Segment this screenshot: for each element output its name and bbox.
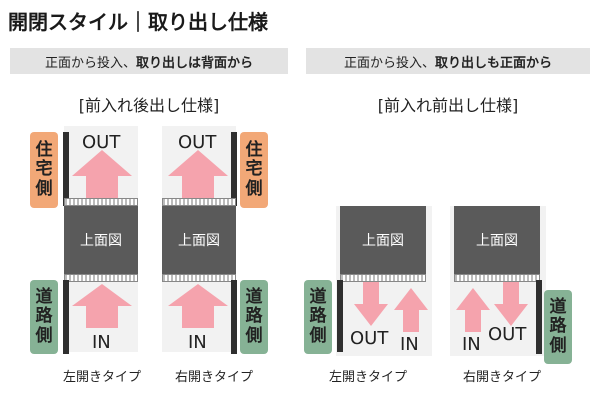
diagram1-wall-top bbox=[63, 132, 69, 206]
diagram2-out-text: OUT bbox=[178, 132, 217, 153]
diagram3-top-view: 上面図 bbox=[340, 206, 426, 274]
diagram3-out-text: OUT bbox=[350, 328, 389, 349]
road-char: 路 bbox=[309, 306, 327, 327]
road-char: 側 bbox=[309, 325, 327, 346]
diagram1-in-text: IN bbox=[92, 332, 111, 353]
diagram4-stripe bbox=[454, 274, 540, 282]
diagram2-top-view: 上面図 bbox=[162, 206, 236, 274]
caption-left-open-1: 左開きタイプ bbox=[62, 370, 141, 385]
diagram4-out-arrow bbox=[494, 282, 528, 326]
road-char: 路 bbox=[245, 306, 263, 327]
right-banner: 正面から投入、取り出しも正面から bbox=[306, 48, 590, 74]
road-char: 路 bbox=[35, 306, 53, 327]
road-char: 側 bbox=[549, 335, 567, 356]
house-char: 側 bbox=[245, 178, 263, 199]
road-char: 側 bbox=[35, 325, 53, 346]
left-banner-bold: 取り出しは背面から bbox=[136, 55, 254, 71]
diagram4-in-arrow bbox=[456, 288, 490, 332]
road-char: 道 bbox=[549, 296, 567, 317]
road-char: 道 bbox=[309, 286, 327, 307]
diagram2-road-label: 道 路 側 bbox=[240, 280, 268, 354]
diagram4-top-view: 上面図 bbox=[454, 206, 540, 274]
diagram1-stripe-bottom bbox=[64, 274, 138, 282]
left-banner-plain: 正面から投入、 bbox=[44, 55, 136, 71]
diagram3-wall bbox=[337, 280, 343, 352]
diagram3-in-text: IN bbox=[400, 334, 419, 355]
left-banner: 正面から投入、取り出しは背面から bbox=[10, 48, 288, 74]
house-char: 宅 bbox=[245, 159, 263, 180]
diagram4-wall bbox=[536, 280, 542, 354]
page-title: 開閉スタイル｜取り出し仕様 bbox=[8, 10, 268, 34]
house-char: 住 bbox=[245, 139, 263, 160]
diagram2-house-label: 住 宅 側 bbox=[240, 132, 268, 208]
road-char: 側 bbox=[245, 325, 263, 346]
diagram2-stripe-bottom bbox=[162, 274, 236, 282]
diagram3-out-arrow bbox=[354, 282, 388, 326]
diagram1-stripe-top bbox=[64, 198, 138, 206]
caption-left-open-2: 左開きタイプ bbox=[328, 370, 407, 385]
diagram1-top-view: 上面図 bbox=[64, 206, 138, 274]
house-char: 側 bbox=[35, 178, 53, 199]
diagram2-in-arrow bbox=[168, 284, 228, 328]
caption-right-open-2: 右開きタイプ bbox=[462, 370, 541, 385]
diagram3-in-arrow bbox=[394, 288, 428, 332]
diagram1-road-label: 道 路 側 bbox=[30, 280, 58, 354]
diagram1-out-text: OUT bbox=[82, 132, 121, 153]
diagram3-road-label: 道 路 側 bbox=[304, 280, 332, 354]
right-subtitle: [前入れ前出し仕様] bbox=[377, 96, 519, 115]
diagram4-out-text: OUT bbox=[488, 324, 527, 345]
diagram2-stripe-top bbox=[162, 198, 236, 206]
diagram1-wall-bottom bbox=[63, 280, 69, 354]
diagram2-out-arrow bbox=[168, 150, 228, 200]
right-banner-plain: 正面から投入、 bbox=[343, 55, 435, 71]
diagram3-stripe bbox=[340, 274, 426, 282]
diagram1-in-arrow bbox=[72, 284, 132, 328]
road-char: 路 bbox=[549, 316, 567, 337]
left-subtitle: [前入れ後出し仕様] bbox=[78, 96, 220, 115]
road-char: 道 bbox=[35, 286, 53, 307]
diagram1-out-arrow bbox=[72, 150, 132, 200]
diagram1-house-label: 住 宅 側 bbox=[30, 132, 58, 208]
diagram2-wall-bottom bbox=[231, 280, 237, 354]
diagram2-in-text: IN bbox=[188, 332, 207, 353]
road-char: 道 bbox=[245, 286, 263, 307]
diagram2-wall-top bbox=[231, 132, 237, 206]
house-char: 住 bbox=[35, 139, 53, 160]
diagram4-road-label: 道 路 側 bbox=[544, 290, 572, 364]
caption-right-open-1: 右開きタイプ bbox=[174, 370, 253, 385]
diagram4-in-text: IN bbox=[462, 334, 481, 355]
house-char: 宅 bbox=[35, 159, 53, 180]
right-banner-bold: 取り出しも正面から bbox=[435, 55, 553, 71]
